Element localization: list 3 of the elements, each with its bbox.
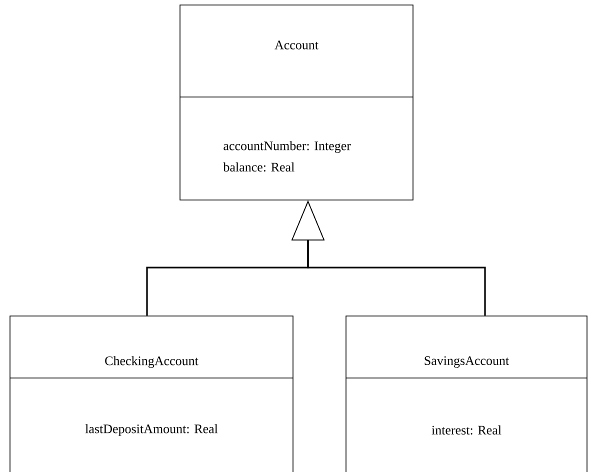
class-box: SavingsAccount interest: Real bbox=[346, 316, 588, 472]
class-box: CheckingAccount lastDepositAmount: Real bbox=[10, 316, 294, 472]
class-box: Account accountNumber: Integer balance: Real bbox=[180, 4, 414, 200]
